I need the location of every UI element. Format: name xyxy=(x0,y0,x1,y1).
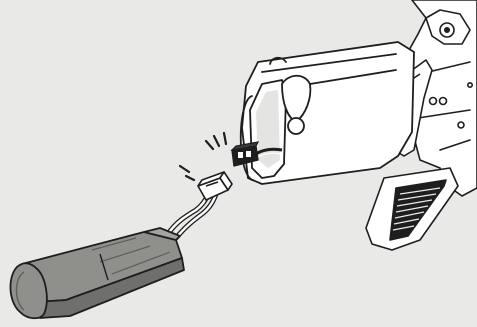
battery-connector xyxy=(197,171,233,201)
connector-click-marks-right xyxy=(204,131,228,151)
connector-click-marks-left xyxy=(178,164,196,182)
stock-connector xyxy=(230,141,283,167)
rifle-stock xyxy=(239,41,415,185)
receiver xyxy=(403,0,477,197)
battery-pack xyxy=(9,227,185,320)
pistol-grip xyxy=(365,167,459,251)
